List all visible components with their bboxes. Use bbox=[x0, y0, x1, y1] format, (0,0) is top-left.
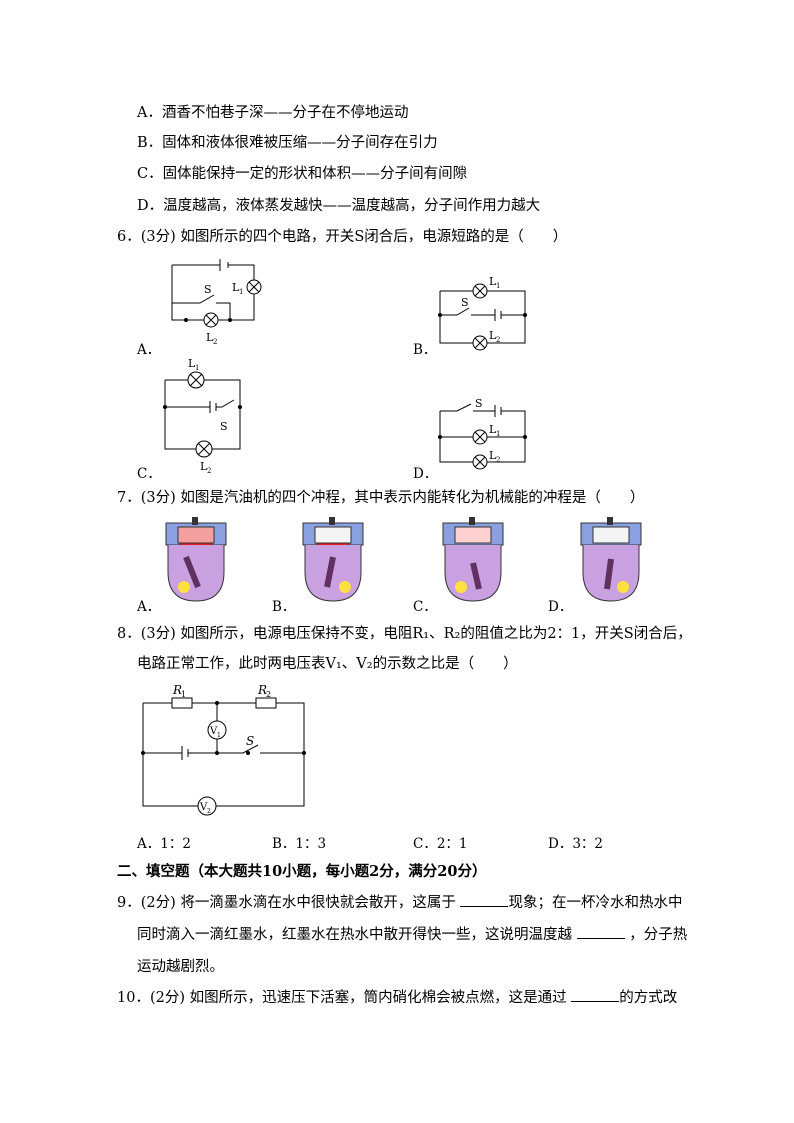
q8-stem-line1: 8．(3分) 如图所示，电源电压保持不变，电阻R₁、R₂的阻值之比为2：1，开关… bbox=[117, 626, 692, 642]
svg-text:L: L bbox=[489, 423, 497, 436]
q6-label-d: D． bbox=[413, 466, 438, 482]
q10-line1: 10．(2分) 如图所示，迅速压下活塞，筒内硝化棉会被点燃，这是通过 的方式改 bbox=[117, 989, 678, 1006]
svg-text:L: L bbox=[200, 460, 208, 473]
svg-text:2: 2 bbox=[207, 467, 211, 475]
switch-label: S bbox=[246, 734, 254, 748]
svg-text:2: 2 bbox=[496, 456, 500, 464]
q7-engine-c bbox=[442, 517, 504, 602]
svg-text:2: 2 bbox=[207, 808, 211, 815]
q7-label-b: B． bbox=[272, 599, 296, 615]
q8-option-d: D．3：2 bbox=[548, 836, 604, 852]
r2-label: R bbox=[257, 683, 267, 697]
v2-label: V bbox=[199, 802, 208, 813]
svg-text:2: 2 bbox=[496, 336, 500, 344]
svg-text:L: L bbox=[232, 281, 240, 294]
q10-blank-1[interactable] bbox=[571, 989, 620, 1002]
svg-text:2: 2 bbox=[266, 690, 271, 699]
svg-text:L: L bbox=[188, 357, 196, 370]
q6-label-b: B． bbox=[413, 342, 437, 358]
q5-option-d: D．温度越高，液体蒸发越快——温度越高，分子间作用力越大 bbox=[137, 198, 541, 214]
svg-text:S: S bbox=[461, 296, 469, 309]
q7-label-d: D． bbox=[548, 599, 573, 615]
svg-text:L: L bbox=[489, 329, 497, 342]
q9-line3: 运动越剧烈。 bbox=[137, 959, 224, 975]
q7-engine-a bbox=[165, 517, 227, 602]
q8-option-b: B．1：3 bbox=[272, 836, 327, 852]
svg-text:L: L bbox=[206, 331, 214, 344]
svg-text:1: 1 bbox=[496, 430, 500, 438]
q7-label-c: C． bbox=[413, 599, 437, 615]
svg-text:S: S bbox=[220, 420, 228, 433]
svg-text:L: L bbox=[489, 449, 497, 462]
svg-text:1: 1 bbox=[217, 732, 221, 739]
svg-text:L: L bbox=[489, 275, 497, 288]
q6-label-a: A． bbox=[137, 342, 161, 358]
switch-label: S bbox=[204, 283, 212, 296]
svg-text:1: 1 bbox=[195, 364, 199, 372]
r1-label: R bbox=[172, 683, 182, 697]
svg-text:2: 2 bbox=[213, 338, 217, 346]
q5-option-c: C．固体能保持一定的形状和体积——分子间有间隙 bbox=[137, 166, 468, 182]
q6-stem: 6．(3分) 如图所示的四个电路，开关S闭合后，电源短路的是（ ） bbox=[117, 229, 568, 245]
q7-label-a: A． bbox=[137, 599, 161, 615]
q9-blank-1[interactable] bbox=[460, 894, 509, 907]
q7-engine-b bbox=[302, 517, 364, 602]
svg-text:1: 1 bbox=[239, 288, 243, 296]
svg-text:1: 1 bbox=[496, 282, 500, 290]
q9-line1: 9．(2分) 将一滴墨水滴在水中很快就会散开，这属于 现象；在一杯冷水和热水中 bbox=[117, 894, 683, 911]
q9-blank-2[interactable] bbox=[576, 926, 625, 939]
svg-text:1: 1 bbox=[181, 690, 186, 699]
q9-line2: 同时滴入一滴红墨水，红墨水在热水中散开得快一些，这说明温度越 ，分子热 bbox=[137, 926, 688, 943]
q8-stem-line2: 电路正常工作，此时两电压表V₁、V₂的示数之比是（ ） bbox=[137, 656, 518, 672]
v1-label: V bbox=[209, 726, 218, 737]
q5-option-b: B．固体和液体很难被压缩——分子间存在引力 bbox=[137, 135, 438, 151]
q8-option-a: A．1：2 bbox=[137, 836, 191, 852]
q7-engine-d bbox=[580, 517, 642, 602]
q5-option-a: A．酒香不怕巷子深——分子在不停地运动 bbox=[137, 105, 409, 121]
q6-label-c: C． bbox=[137, 466, 161, 482]
q8-option-c: C．2：1 bbox=[413, 836, 468, 852]
svg-text:S: S bbox=[475, 397, 483, 410]
q7-stem: 7．(3分) 如图是汽油机的四个冲程，其中表示内能转化为机械能的冲程是（ ） bbox=[117, 490, 645, 506]
section-heading: 二、填空题（本大题共10小题，每小题2分，满分20分） bbox=[117, 863, 487, 880]
